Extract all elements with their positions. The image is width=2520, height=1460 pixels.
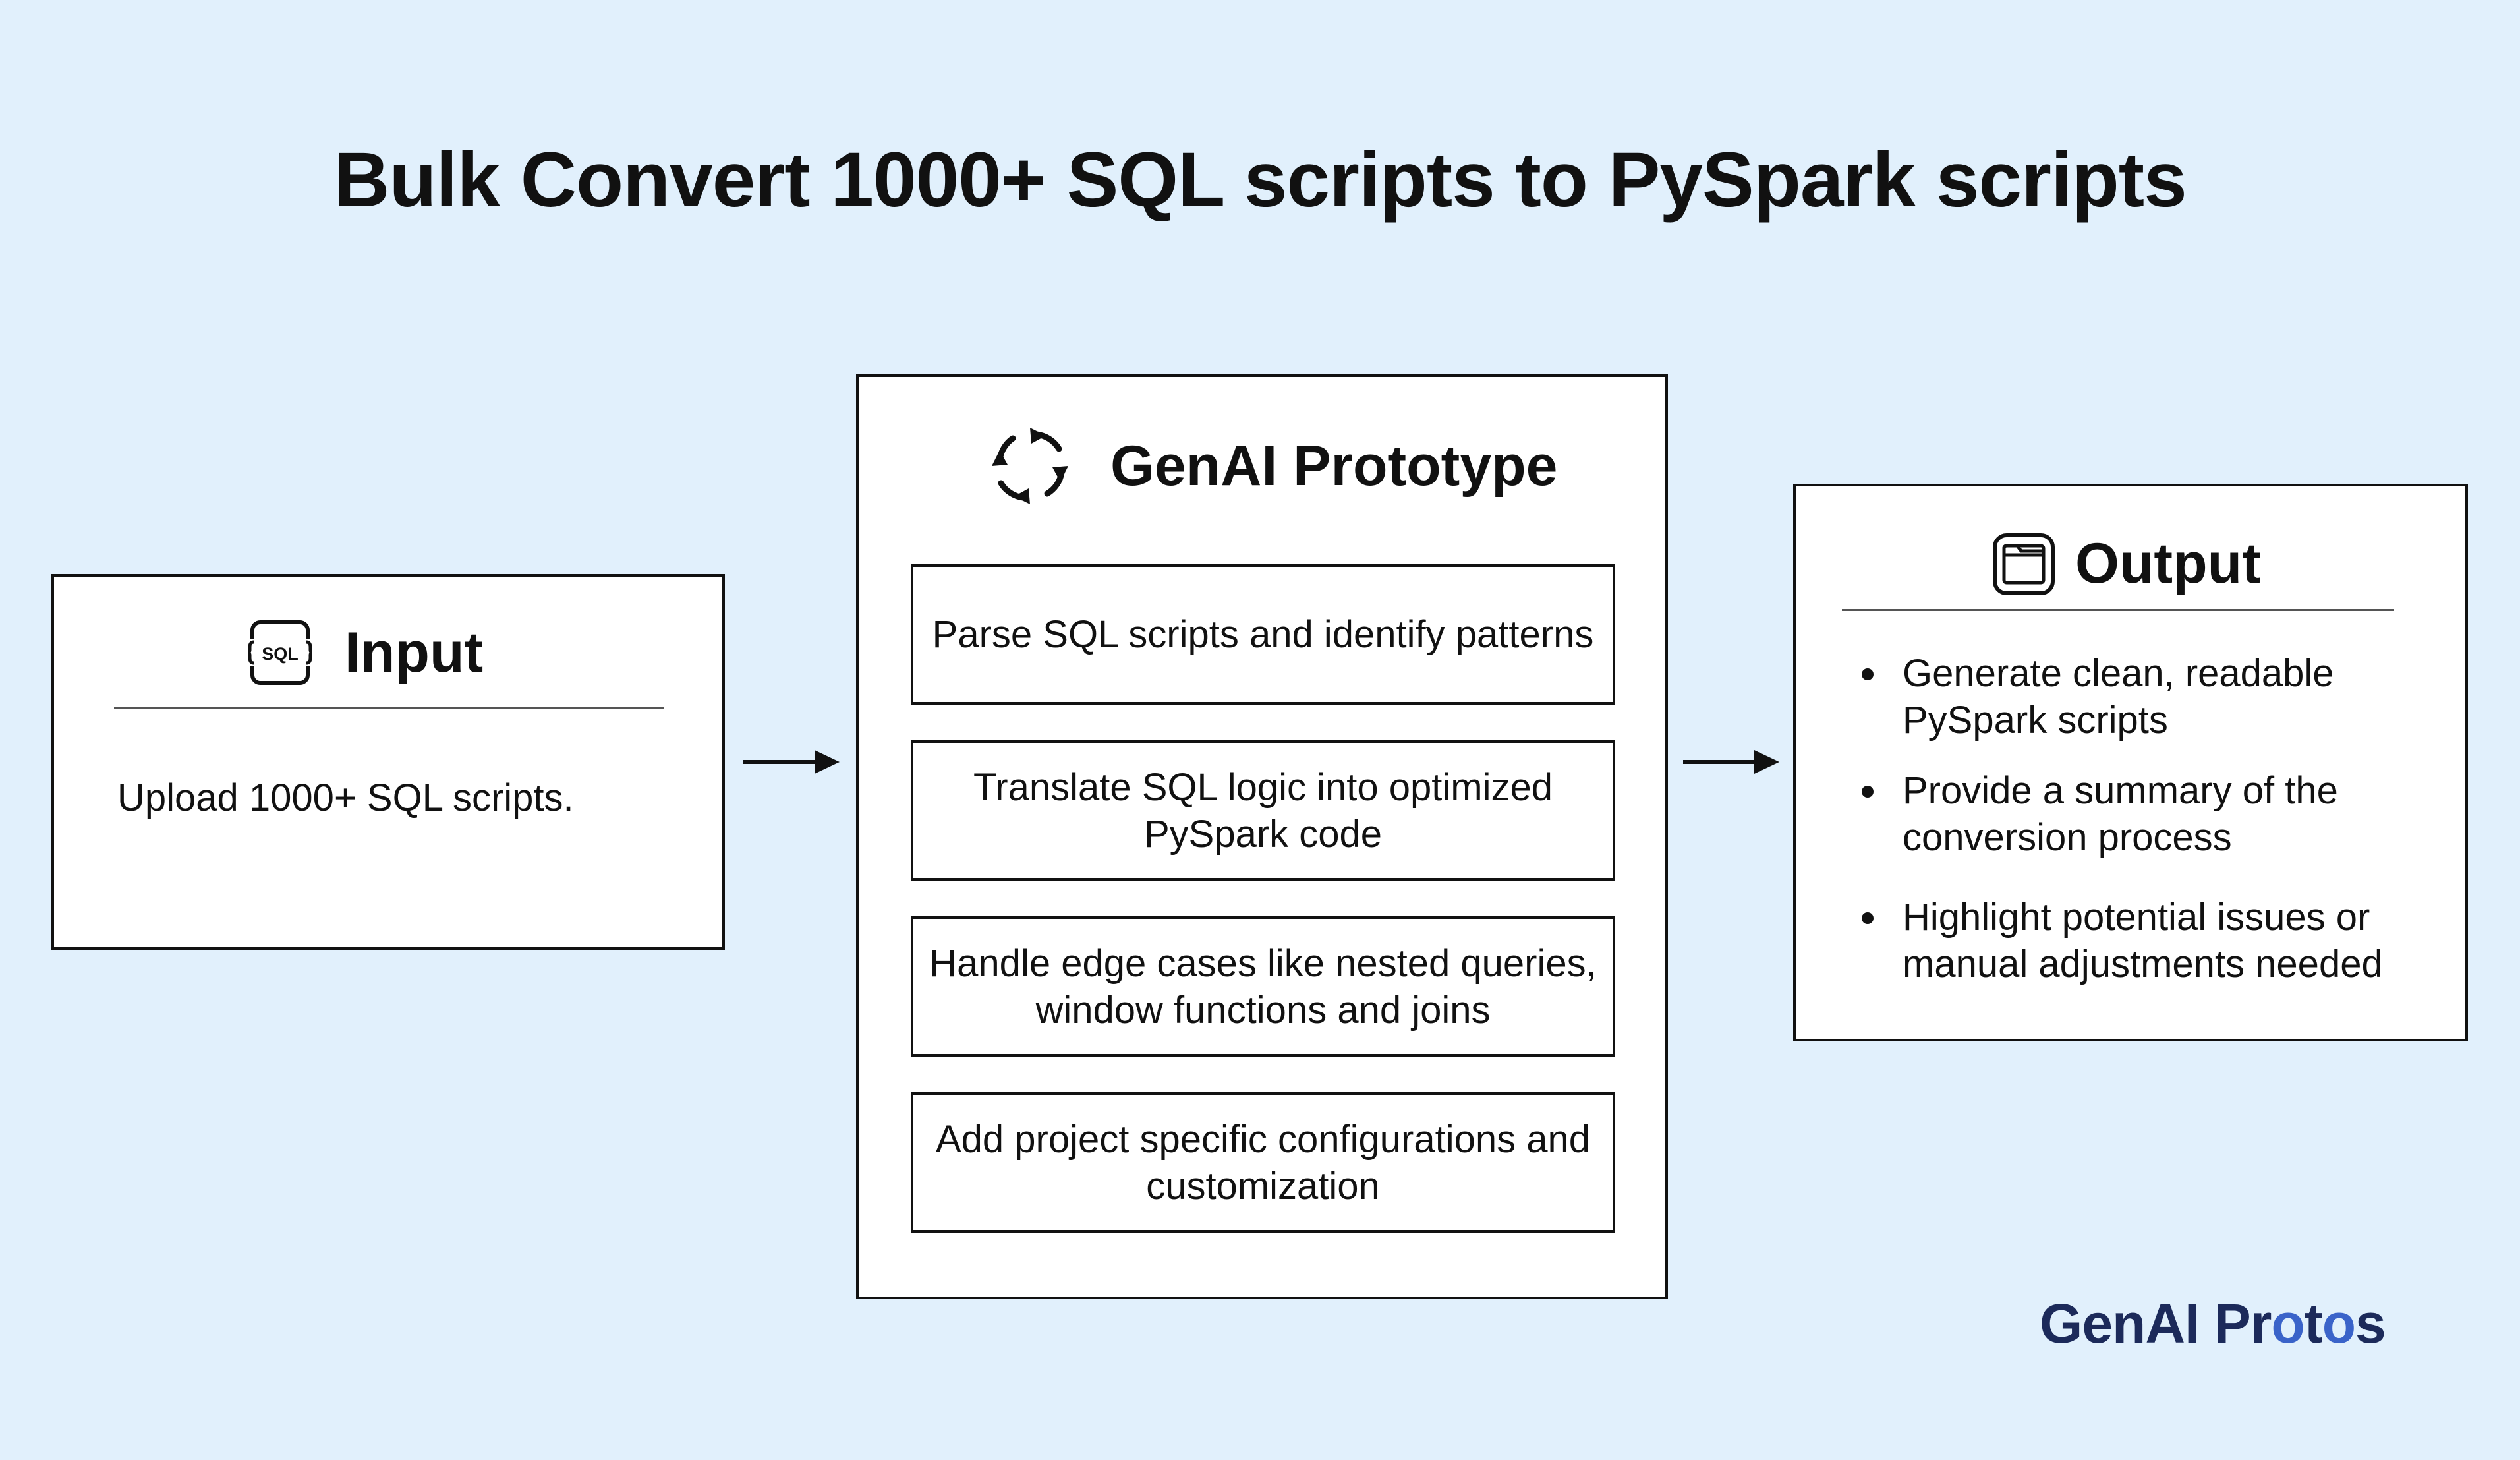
prototype-heading: GenAI Prototype xyxy=(1110,434,1558,498)
input-box: SQL Input Upload 1000+ SQL scripts. xyxy=(51,574,725,950)
output-divider xyxy=(1842,609,2394,611)
prototype-box: GenAI Prototype Parse SQL scripts and id… xyxy=(856,374,1668,1299)
step-configurations: Add project specific configurations and … xyxy=(911,1092,1615,1233)
input-header: SQL Input xyxy=(248,620,483,686)
step-edge-cases: Handle edge cases like nested queries, w… xyxy=(911,916,1615,1057)
input-heading: Input xyxy=(345,620,484,684)
refresh-cycle-icon xyxy=(992,428,1068,504)
arrow-prototype-to-output xyxy=(1683,750,1779,774)
output-header: Output xyxy=(1992,531,2261,597)
output-heading: Output xyxy=(2075,532,2261,595)
arrow-input-to-prototype xyxy=(743,750,840,774)
folder-window-icon xyxy=(1993,533,2055,595)
step-translate: Translate SQL logic into optimized PySpa… xyxy=(911,740,1615,881)
step-parse: Parse SQL scripts and identify patterns xyxy=(911,564,1615,705)
genai-protos-logo: GenAI Protos xyxy=(2040,1293,2386,1355)
page-title: Bulk Convert 1000+ SQL scripts to PySpar… xyxy=(333,136,2187,223)
list-item: Provide a summary of the conversion proc… xyxy=(1855,767,2448,861)
list-item: Highlight potential issues or manual adj… xyxy=(1855,894,2448,987)
svg-text:SQL: SQL xyxy=(262,644,299,664)
input-divider xyxy=(114,707,664,709)
output-bullet-list: Generate clean, readable PySpark scripts… xyxy=(1855,650,2448,987)
input-description: Upload 1000+ SQL scripts. xyxy=(117,776,574,819)
prototype-header: GenAI Prototype xyxy=(990,426,1558,506)
output-box: Output Generate clean, readable PySpark … xyxy=(1793,484,2468,1041)
list-item: Generate clean, readable PySpark scripts xyxy=(1855,650,2448,744)
sql-file-icon: SQL xyxy=(248,620,312,685)
